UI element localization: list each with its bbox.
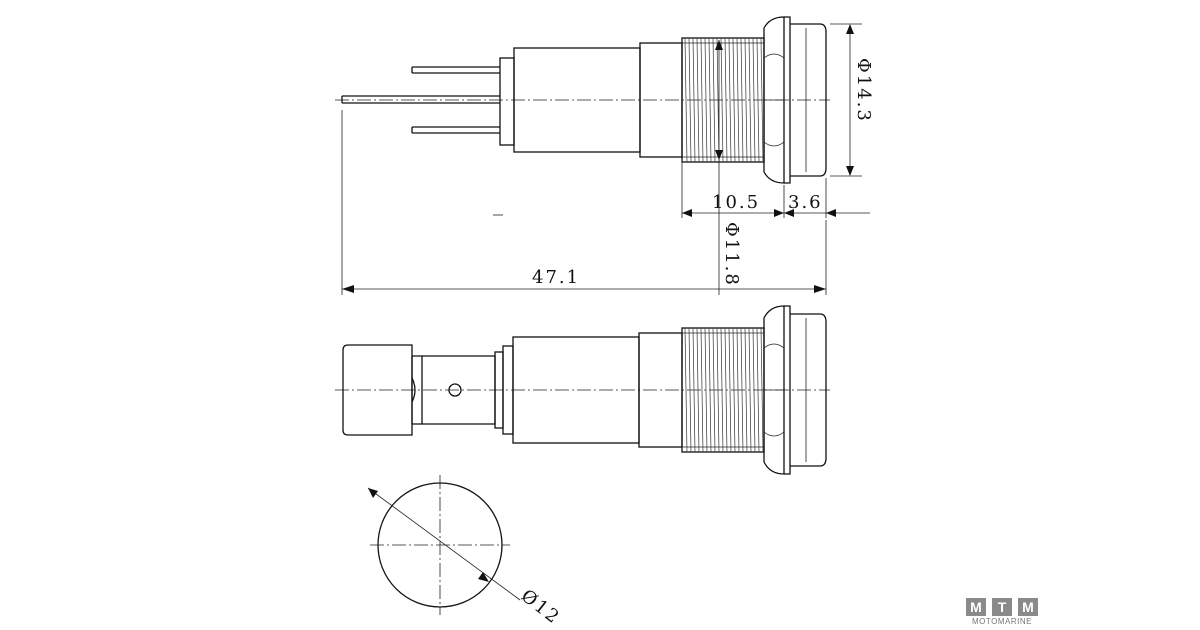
thread-line [740,327,744,453]
thread-line [744,37,748,163]
overall-length-label: 47.1 [532,267,580,288]
thread-line [720,37,724,163]
thread-line [728,327,732,453]
thread-line [712,37,716,163]
thread-line [724,327,728,453]
thread-line [716,327,720,453]
flange-length-label: 3.6 [788,192,823,213]
thread-line [752,37,756,163]
thread-lines-mid [682,327,764,453]
thread-line [756,37,760,163]
thread-line [748,327,752,453]
thread-line [752,327,756,453]
thread-line [732,327,736,453]
thread-line [696,37,700,163]
thread-line [736,37,740,163]
thread-line [688,327,692,453]
diameter-lens-label: Ø12 [517,585,564,628]
thread-line [704,327,708,453]
thread-line [748,37,752,163]
thread-line [692,327,696,453]
diameter-head-label: Φ14.3 [853,58,874,123]
thread-line [692,37,696,163]
thread-line [732,37,736,163]
thread-line [728,37,732,163]
thread-line [736,327,740,453]
brand-letter: M [1018,598,1038,616]
thread-line [700,37,704,163]
thread-line [744,327,748,453]
thread-line [704,37,708,163]
thread-lines [682,37,764,163]
thread-length-label: 10.5 [712,192,760,213]
diameter-thread-label: Φ11.8 [721,222,742,287]
dim-diameter-thread: Φ11.8 [715,40,742,295]
dim-thread-flange: 10.5 3.6 [681,160,870,218]
thread-line [708,37,712,163]
thread-line [688,37,692,163]
thread-line [712,327,716,453]
thread-line [708,327,712,453]
brand-letter: M [966,598,986,616]
thread-line [700,327,704,453]
thread-line [740,37,744,163]
thread-line [760,327,764,453]
thread-line [684,37,688,163]
thread-line [760,37,764,163]
brand-name: MOTOMARINE [972,617,1032,626]
brand-logo: M T M MOTOMARINE [966,598,1038,626]
thread-line [720,327,724,453]
thread-line [684,327,688,453]
dim-overall-length: 47.1 [341,110,827,295]
thread-line [756,327,760,453]
brand-letter: T [992,598,1012,616]
top-view [335,305,830,475]
front-view: Ø12 [367,475,564,629]
thread-root-line [682,332,764,448]
thread-line [724,37,728,163]
dim-diameter-head: Φ14.3 [830,23,874,177]
thread-root-line [682,42,764,158]
side-view [335,16,830,184]
thread-line [696,327,700,453]
